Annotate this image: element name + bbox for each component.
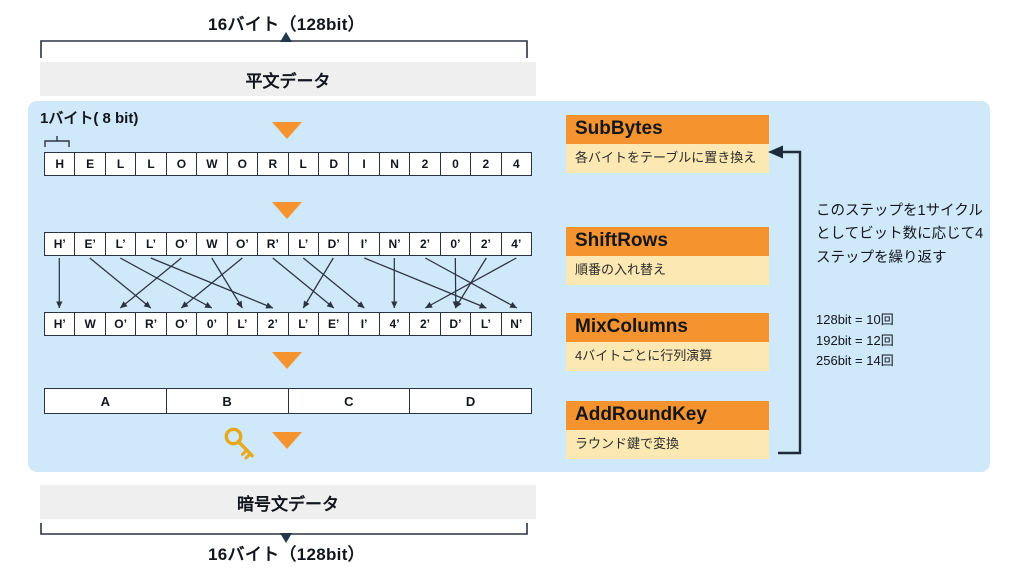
byte-cell: R’ bbox=[136, 313, 167, 335]
byte-cell: N’ bbox=[510, 317, 523, 331]
round-count-item: 256bit = 14回 bbox=[816, 353, 894, 369]
byte-cell: O bbox=[228, 153, 259, 175]
byte-cell: L’ bbox=[289, 313, 319, 335]
byte-cell: E’ bbox=[75, 233, 106, 255]
byte-cell: L bbox=[136, 153, 167, 175]
subbytes-output-row: H’ E’ L’ L’ O’ W O’ R’ L’ D’ I’ N’ 2’ 0’… bbox=[44, 232, 532, 256]
column-cell: D bbox=[465, 393, 476, 409]
byte-cell: H’ bbox=[45, 313, 76, 335]
step-addroundkey[interactable]: AddRoundKey ラウンド鍵で変換 bbox=[566, 401, 769, 460]
step-mixcolumns[interactable]: MixColumns 4バイトごとに行列演算 bbox=[566, 313, 769, 372]
step-subbytes-description: 各バイトをテーブルに置き換え bbox=[575, 149, 757, 165]
byte-cell: H bbox=[45, 153, 76, 175]
byte-cell: N’ bbox=[380, 233, 411, 255]
key-icon bbox=[224, 427, 254, 460]
byte-cell: R’ bbox=[258, 233, 289, 255]
shiftrows-output-row: H’ W O’ R’ O’ 0’ L’ 2’ L’ E’ I’ 4’ 2’ D’… bbox=[44, 312, 532, 336]
byte-cell: W bbox=[197, 233, 228, 255]
step-shiftrows-title: ShiftRows bbox=[566, 227, 769, 256]
byte-cell: I’ bbox=[349, 233, 380, 255]
byte-cell: O’ bbox=[228, 233, 259, 255]
byte-cell: 4’ bbox=[380, 313, 411, 335]
byte-cell: I bbox=[349, 153, 380, 175]
step-subbytes[interactable]: SubBytes 各バイトをテーブルに置き換え bbox=[566, 115, 769, 174]
top-size-caption: 16バイト（128bit） bbox=[208, 15, 365, 34]
byte-cell: 2 bbox=[471, 153, 502, 175]
byte-cell: O’ bbox=[106, 313, 137, 335]
byte-cell: O’ bbox=[167, 233, 198, 255]
byte-cell: D’ bbox=[441, 313, 472, 335]
byte-cell: E’ bbox=[319, 313, 350, 335]
round-count-item: 128bit = 10回 bbox=[816, 312, 894, 327]
byte-cell: 2’ bbox=[410, 233, 441, 255]
plaintext-byte-row: H E L L O W O R L D I N 2 0 2 4 bbox=[44, 152, 532, 176]
byte-cell: L’ bbox=[228, 313, 259, 335]
column-cell: A bbox=[45, 389, 167, 413]
triangle-down-icon bbox=[272, 122, 302, 139]
byte-cell: 0 bbox=[441, 153, 472, 175]
triangle-down-icon bbox=[272, 352, 302, 369]
byte-cell: 2’ bbox=[471, 233, 502, 255]
byte-cell: L’ bbox=[106, 233, 137, 255]
byte-cell: 4 bbox=[512, 157, 520, 171]
byte-cell: D bbox=[319, 153, 350, 175]
byte-cell: I’ bbox=[349, 313, 380, 335]
byte-cell: L bbox=[106, 153, 137, 175]
byte-cell: 2’ bbox=[410, 313, 441, 335]
step-mixcolumns-description: 4バイトごとに行列演算 bbox=[575, 347, 713, 363]
triangle-down-icon bbox=[272, 202, 302, 219]
byte-cell: 0’ bbox=[441, 233, 472, 255]
round-count-list: 128bit = 10回 192bit = 12回 256bit = 14回 bbox=[816, 310, 986, 372]
byte-cell: W bbox=[197, 153, 228, 175]
byte-cell: 2 bbox=[410, 153, 441, 175]
byte-cell: L’ bbox=[289, 233, 319, 255]
byte-cell: 2’ bbox=[258, 313, 289, 335]
column-cell: C bbox=[289, 389, 411, 413]
byte-unit-label: 1バイト( 8 bit) bbox=[40, 110, 139, 127]
byte-cell: H’ bbox=[45, 233, 76, 255]
plaintext-data-bar: 平文データ bbox=[40, 62, 536, 96]
byte-cell: O bbox=[167, 153, 198, 175]
byte-cell: W bbox=[75, 313, 106, 335]
mixcolumns-output-row: A B C D bbox=[44, 388, 532, 414]
round-count-item: 192bit = 12回 bbox=[816, 332, 894, 348]
byte-cell: L’ bbox=[471, 313, 502, 335]
column-cell: B bbox=[167, 389, 289, 413]
step-shiftrows[interactable]: ShiftRows 順番の入れ替え bbox=[566, 227, 769, 286]
step-shiftrows-description: 順番の入れ替え bbox=[575, 261, 667, 277]
byte-cell: E bbox=[75, 153, 106, 175]
bottom-size-caption: 16バイト（128bit） bbox=[208, 545, 365, 564]
step-mixcolumns-title: MixColumns bbox=[566, 313, 769, 342]
byte-cell: O’ bbox=[167, 313, 198, 335]
triangle-down-icon bbox=[272, 432, 302, 449]
loop-explanation-text: このステップを1サイクルとしてビット数に応じて4ステップを繰り返す bbox=[816, 203, 984, 266]
byte-cell: L bbox=[289, 153, 319, 175]
step-addroundkey-description: ラウンド鍵で変換 bbox=[575, 435, 680, 451]
byte-cell: R bbox=[258, 153, 289, 175]
step-addroundkey-title: AddRoundKey bbox=[566, 401, 769, 430]
byte-cell: 4’ bbox=[511, 237, 522, 251]
byte-cell: L’ bbox=[136, 233, 167, 255]
byte-cell: N bbox=[380, 153, 411, 175]
step-subbytes-title: SubBytes bbox=[566, 115, 769, 144]
ciphertext-data-bar: 暗号文データ bbox=[40, 485, 536, 519]
byte-cell: D’ bbox=[319, 233, 350, 255]
byte-cell: 0’ bbox=[197, 313, 228, 335]
